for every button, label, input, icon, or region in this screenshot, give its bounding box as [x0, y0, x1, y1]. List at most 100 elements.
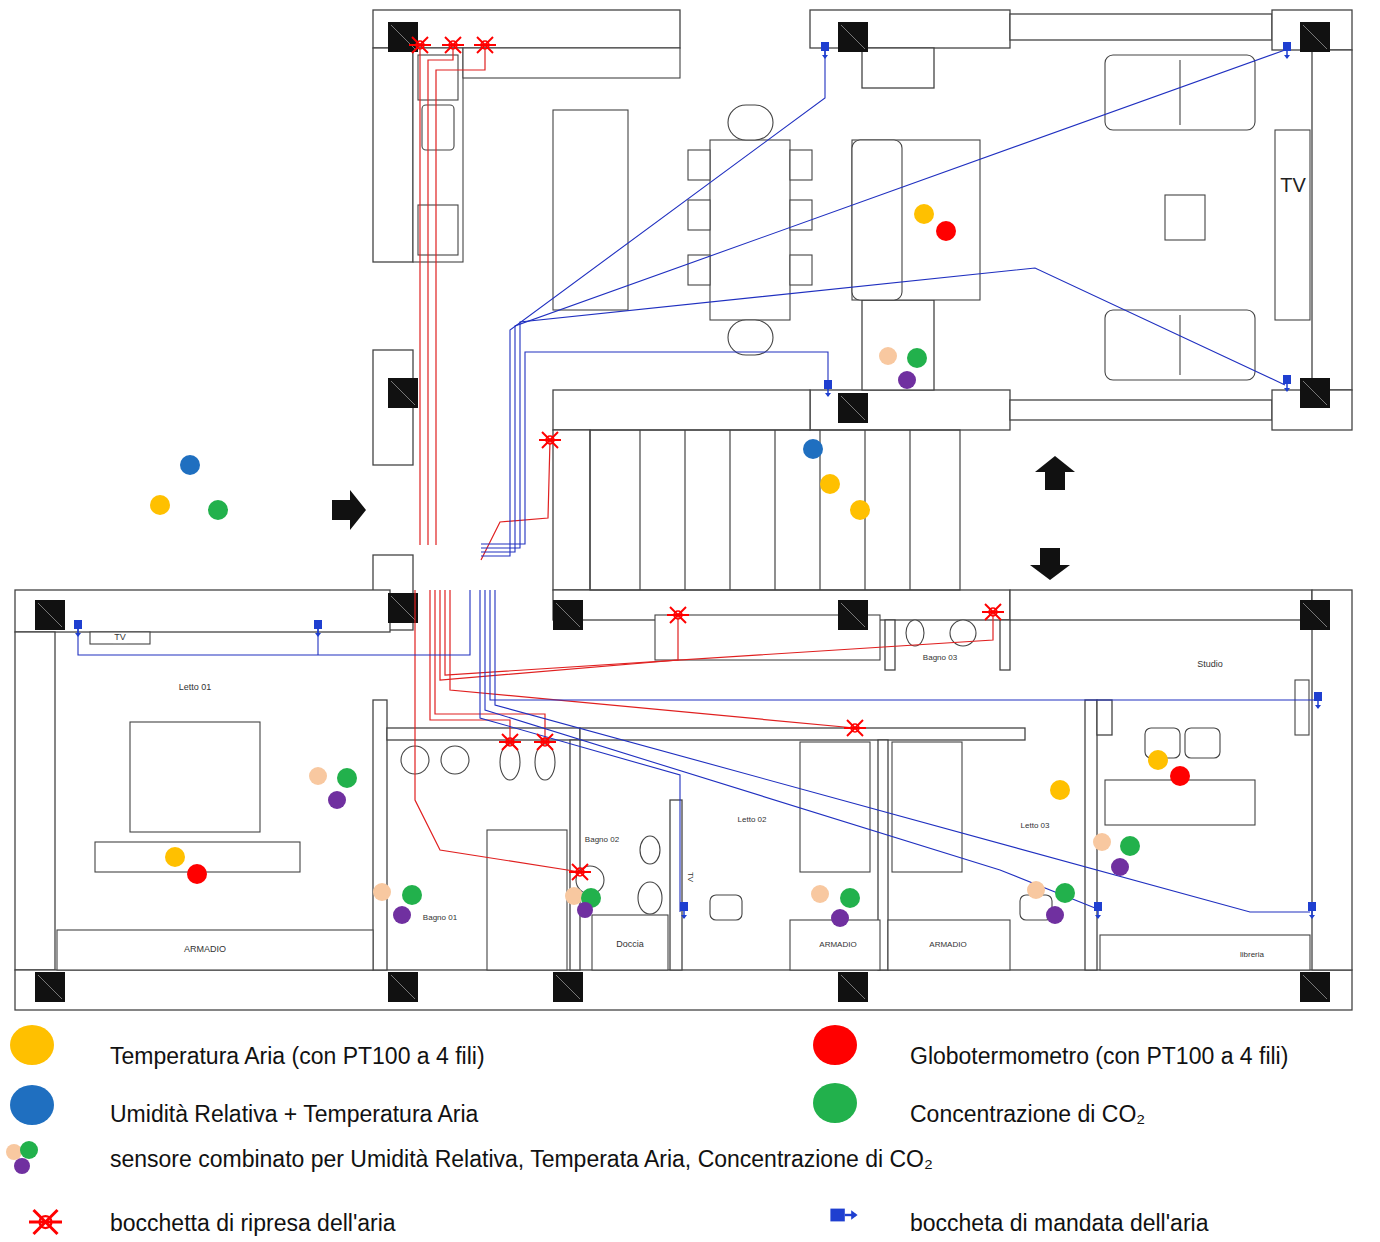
walls-part [1097, 700, 1112, 735]
room-label: Letto 01 [178, 683, 213, 693]
columns-part [1300, 972, 1330, 1002]
walls-part [580, 728, 1025, 740]
stairs-part [774, 430, 775, 590]
furniture-part [790, 200, 812, 230]
return-ducts-part [428, 48, 453, 545]
furniture-part [688, 150, 710, 180]
legend-icons-part-part [830, 1209, 857, 1222]
furniture-part [1185, 728, 1220, 758]
walls-part [1000, 620, 1010, 670]
walls-part [1010, 590, 1312, 620]
sensors-part [565, 887, 583, 905]
sensors-part [820, 474, 840, 494]
legend-text: Temperatura Aria (con PT100 a 4 fili) [110, 1043, 485, 1071]
room-label: Bagno 03 [922, 654, 958, 663]
walls-part [570, 740, 580, 970]
furniture-part [640, 836, 660, 864]
furniture-part [463, 48, 680, 78]
supply-ducts-part [481, 50, 1285, 552]
furniture-part [800, 742, 870, 872]
furniture-part [728, 105, 773, 140]
legend-swatch [10, 1085, 54, 1125]
sensors [150, 204, 1190, 927]
sensors-part [1027, 881, 1045, 899]
sensors-part [150, 495, 170, 515]
room-label: ARMADIO [183, 945, 227, 955]
vents-part [1308, 902, 1316, 919]
columns-part [388, 972, 418, 1002]
legend-text: Globotermometro (con PT100 a 4 fili) [910, 1043, 1288, 1071]
arrows-part [1035, 456, 1075, 490]
furniture-part [592, 915, 668, 970]
room-label: Doccia [615, 940, 645, 950]
furniture-part [422, 105, 454, 150]
room-label: Letto 03 [1020, 822, 1051, 831]
supply-ducts-part [78, 590, 470, 655]
furniture-part [1275, 130, 1310, 320]
vents-part [409, 37, 431, 53]
sensors-part [402, 885, 422, 905]
legend-icons-part [6, 1144, 22, 1160]
vents-part [982, 604, 1004, 620]
room-label: TV [1279, 174, 1307, 196]
sensors-part [393, 906, 411, 924]
columns-part [1300, 600, 1330, 630]
room-label: Bagno 01 [422, 914, 458, 923]
walls-part [1312, 50, 1352, 390]
walls-part [862, 300, 934, 390]
walls-part [373, 700, 387, 970]
furniture [57, 48, 1310, 970]
sensors-part [309, 767, 327, 785]
room-label: Studio [1196, 660, 1224, 670]
walls [15, 10, 1352, 1010]
walls-part [553, 430, 590, 590]
furniture-part [418, 205, 458, 255]
vents-part [667, 607, 689, 623]
furniture-part [790, 920, 880, 970]
walls-part [1010, 14, 1272, 40]
room-label: ARMADIO [818, 941, 857, 950]
room-label: Letto 02 [737, 816, 768, 825]
vents-part [474, 37, 496, 53]
legend-icons-part [14, 1158, 30, 1174]
walls-part [885, 620, 895, 670]
vents-part [499, 734, 521, 750]
furniture-part [1105, 55, 1255, 130]
furniture-part [906, 620, 924, 646]
legend-swatch [813, 1083, 857, 1123]
sensors-part [914, 204, 934, 224]
columns-part [35, 972, 65, 1002]
arrows [332, 456, 1075, 580]
sensors-part [1046, 906, 1064, 924]
vents-part [314, 620, 322, 637]
supply-ducts-part [490, 590, 1318, 700]
vents-part [74, 620, 82, 637]
legend-text: boccheta di mandata dell'aria [910, 1210, 1208, 1238]
furniture-part [57, 930, 373, 970]
columns-part [388, 22, 418, 52]
legend-icons-part [29, 1210, 62, 1234]
furniture-part [1165, 195, 1205, 240]
furniture-part [130, 722, 260, 832]
columns-part [1300, 378, 1330, 408]
furniture-part [441, 746, 469, 774]
columns-part [838, 972, 868, 1002]
walls-part [1312, 590, 1352, 970]
walls-part [15, 632, 55, 970]
columns-part [838, 22, 868, 52]
furniture-part [1100, 935, 1310, 970]
furniture-part [728, 320, 773, 355]
vents-part [824, 380, 832, 397]
legend-text: Concentrazione di CO₂ [910, 1101, 1145, 1129]
furniture-part [1105, 780, 1255, 825]
vents-part [442, 37, 464, 53]
stairs [590, 430, 960, 590]
sensors-part [840, 888, 860, 908]
supply-ducts-part [481, 352, 828, 544]
sensors-part [1148, 750, 1168, 770]
columns-part [838, 393, 868, 423]
furniture-part [1295, 680, 1309, 735]
room-label: Bagno 02 [584, 836, 620, 845]
furniture-part [790, 255, 812, 285]
